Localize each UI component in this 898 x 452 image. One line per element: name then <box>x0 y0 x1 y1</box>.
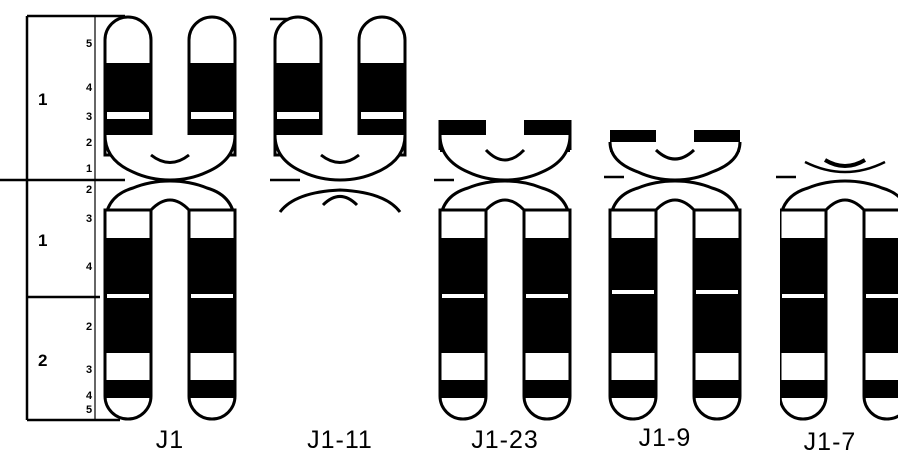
band-label: 4 <box>86 261 93 273</box>
band-label: 1 <box>86 163 92 175</box>
band-label: 3 <box>86 364 92 376</box>
chromosome-label-j1: J1 <box>156 426 184 452</box>
band-label: 4 <box>86 82 93 94</box>
band-label: 2 <box>86 321 92 333</box>
band-label: 2 <box>86 184 92 196</box>
chromosome-label-j1-23: J1-23 <box>471 426 539 452</box>
chromosome-label-j1-11: J1-11 <box>307 426 373 452</box>
band-label: 4 <box>86 390 93 402</box>
chromosome-j1-23 <box>434 120 570 419</box>
short-arm <box>105 17 235 155</box>
chromosome-j1 <box>105 17 235 419</box>
chromosome-j1-9 <box>604 130 740 419</box>
band-label: 2 <box>86 137 92 149</box>
band-label: 5 <box>86 38 92 50</box>
region-label-long-arm-2: 2 <box>38 351 47 370</box>
region-label-long-arm-1: 1 <box>38 231 47 250</box>
chromosome-label-j1-7: J1-7 <box>804 428 857 452</box>
chromosome-j1-7 <box>776 160 898 419</box>
region-label-short-arm: 1 <box>38 90 47 109</box>
long-arm <box>105 210 235 419</box>
band-label: 5 <box>86 404 92 416</box>
chromosome-label-j1-9: J1-9 <box>639 424 692 452</box>
band-label: 3 <box>86 213 92 225</box>
chromosome-j1-11 <box>270 17 405 212</box>
band-label: 3 <box>86 111 92 123</box>
